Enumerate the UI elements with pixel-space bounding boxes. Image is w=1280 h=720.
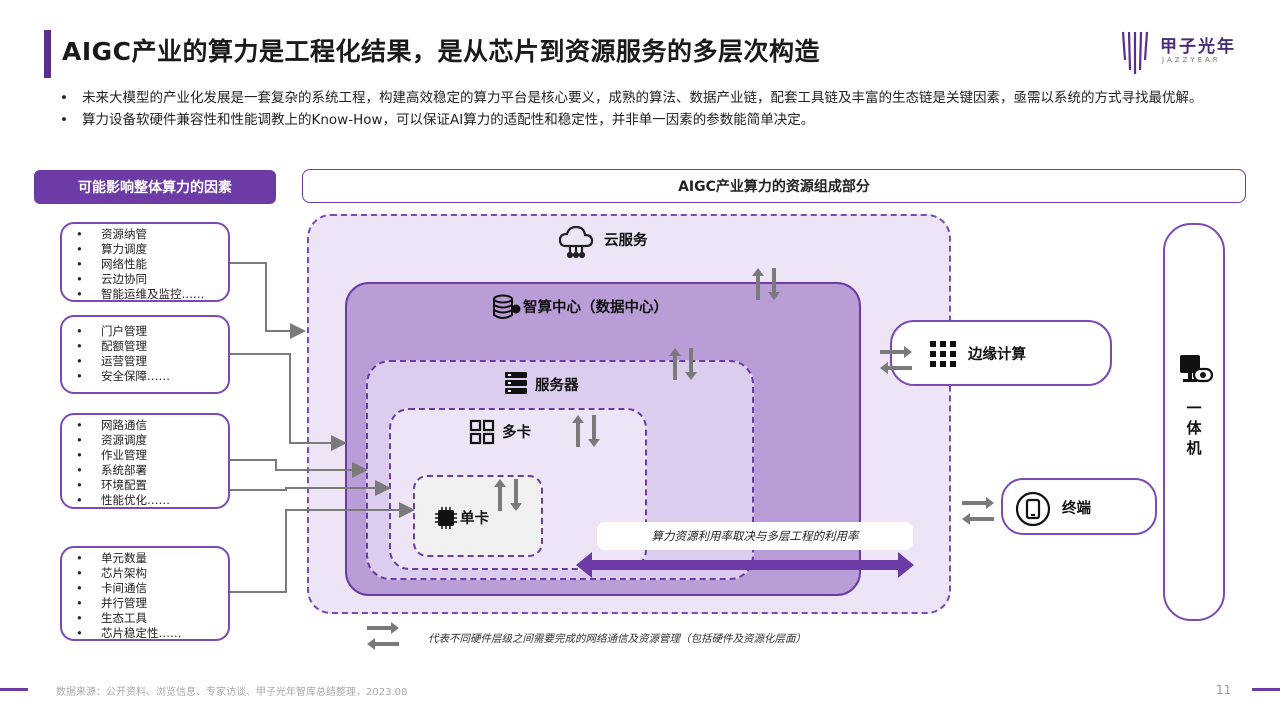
factor-item: 作业管理 [70,448,228,463]
double-arrow-vertical-icon [752,268,780,300]
double-arrow-vertical-icon [572,415,600,447]
factor-box-chip: 单元数量 芯片架构 卡间通信 并行管理 生态工具 芯片稳定性…… [60,546,230,641]
edge-computing-label: 边缘计算 [968,347,1026,363]
bullet-item: 算力设备软硬件兼容性和性能调教上的Know-How，可以保证AI算力的适配性和稳… [58,112,1233,129]
brand-name: 甲子光年 [1160,37,1236,57]
factor-item: 生态工具 [70,611,228,626]
title-accent-bar [44,30,51,78]
all-in-one-box [1163,223,1225,621]
phone-icon [1015,491,1051,527]
cloud-icon [558,225,594,259]
terminal-label: 终端 [1062,501,1091,517]
page-number: 11 [1216,683,1232,697]
factor-item: 性能优化…… [70,493,228,508]
factor-item: 门户管理 [70,324,228,339]
utilization-arrow-icon [576,552,914,578]
data-source: 数据来源：公开资料、浏览信息、专家访谈、甲子光年智库总结整理，2023.08 [56,687,408,698]
resources-header: AIGC产业算力的资源组成部分 [302,169,1246,203]
datacenter-label: 智算中心（数据中心） [523,300,668,316]
bullet-item: 未来大模型的产业化发展是一套复杂的系统工程，构建高效稳定的算力平台是核心要义，成… [58,90,1233,107]
factor-item: 卡间通信 [70,581,228,596]
utilization-note: 算力资源利用率取决与多层工程的利用率 [597,522,913,550]
server-icon [505,372,527,394]
database-icon [493,294,521,319]
factor-connectors [230,262,415,593]
grid-icon [469,419,495,445]
double-arrow-horizontal-icon [962,497,994,525]
server-label: 服务器 [535,378,579,394]
cloud-service-label: 云服务 [604,233,648,249]
intro-bullets: 未来大模型的产业化发展是一套复杂的系统工程，构建高效稳定的算力平台是核心要义，成… [58,90,1233,134]
legend-arrow-icon [367,622,399,650]
edge-grid-icon [930,341,956,367]
double-arrow-horizontal-icon [880,346,912,374]
all-in-one-icon [1180,355,1214,383]
page-title: AIGC产业的算力是工程化结果，是从芯片到资源服务的多层次构造 [62,37,821,66]
multi-card-label: 多卡 [502,425,531,441]
factor-item: 安全保障…… [70,369,228,384]
double-arrow-vertical-icon [669,348,697,380]
single-card-label: 单卡 [460,511,489,527]
factor-item: 系统部署 [70,463,228,478]
factor-item: 网路通信 [70,418,228,433]
factor-item: 智能运维及监控…… [70,287,228,302]
layer-link-arrows [367,268,994,650]
factor-item: 运营管理 [70,354,228,369]
factors-header: 可能影响整体算力的因素 [34,170,276,204]
edge-computing-box [890,320,1112,386]
footer-accent-left [0,688,28,691]
factor-item: 算力调度 [70,242,228,257]
footer-accent-right [1252,688,1280,691]
brand-logo-icon [1121,31,1149,74]
factor-item: 芯片稳定性…… [70,626,228,641]
brand-sub: JAZZYEAR [1162,56,1221,64]
legend-text: 代表不同硬件层级之间需要完成的网络通信及资源管理（包括硬件及资源化层面） [428,633,806,645]
all-in-one-label: 一体机 [1186,399,1202,457]
chip-icon [435,507,457,529]
single-card-layer [413,475,543,557]
factor-item: 网络性能 [70,257,228,272]
factor-item: 配额管理 [70,339,228,354]
factor-item: 云边协同 [70,272,228,287]
factor-item: 并行管理 [70,596,228,611]
factor-item: 单元数量 [70,551,228,566]
factor-item: 芯片架构 [70,566,228,581]
factor-box-cloud: 资源纳管 算力调度 网络性能 云边协同 智能运维及监控…… [60,222,230,302]
factor-item: 环境配置 [70,478,228,493]
factor-item: 资源纳管 [70,227,228,242]
factor-item: 资源调度 [70,433,228,448]
factor-box-server: 网路通信 资源调度 作业管理 系统部署 环境配置 性能优化…… [60,413,230,509]
factor-box-datacenter: 门户管理 配额管理 运营管理 安全保障…… [60,315,230,394]
double-arrow-vertical-icon [494,479,522,511]
